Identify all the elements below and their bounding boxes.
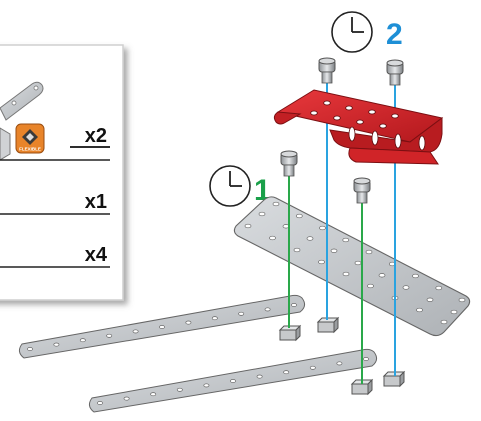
hole (363, 357, 368, 360)
hole (273, 202, 279, 206)
hole (265, 308, 270, 311)
hole (459, 298, 465, 302)
bolt (387, 60, 403, 85)
hole (436, 286, 442, 290)
row-3-quantity: x4 (85, 244, 108, 266)
hole (296, 214, 302, 218)
hole (259, 212, 265, 216)
hole (331, 249, 337, 253)
hole (379, 274, 385, 278)
hole (343, 272, 349, 276)
parts-card: FLEXIBLE x2 x1 x4 (0, 45, 123, 300)
hole (343, 238, 349, 242)
hole (307, 237, 313, 241)
hole (320, 226, 326, 230)
hole (366, 250, 372, 254)
step-1-label: 1 (210, 166, 271, 207)
hole (54, 343, 59, 346)
flexible-part-shape (0, 128, 10, 160)
hole (97, 401, 102, 404)
square-nut (318, 318, 338, 332)
row-2-quantity: x1 (85, 191, 107, 213)
hole (451, 310, 457, 314)
hole (80, 339, 85, 342)
hole (427, 298, 433, 302)
flexible-badge-label: FLEXIBLE (19, 147, 41, 152)
square-nut (280, 326, 300, 340)
hole (310, 366, 315, 369)
clock-icon (210, 166, 250, 206)
hole (107, 334, 112, 337)
bolt (354, 178, 370, 203)
hole (294, 248, 300, 252)
flexible-badge: FLEXIBLE (16, 124, 44, 153)
hole (186, 321, 191, 324)
hole (159, 325, 164, 328)
step-2-number: 2 (386, 18, 403, 51)
hole (417, 308, 423, 312)
hole (177, 388, 182, 391)
step-2-label: 2 (332, 12, 403, 52)
clock-icon (332, 12, 372, 52)
bolt (281, 151, 297, 176)
hole (337, 362, 342, 365)
hole (319, 260, 325, 264)
hole (124, 397, 129, 400)
hole (413, 274, 419, 278)
hole (291, 303, 296, 306)
hole (355, 261, 361, 265)
hole (239, 312, 244, 315)
hole (270, 236, 276, 240)
hole (245, 224, 251, 228)
hole (27, 347, 32, 350)
red-bracket (274, 90, 442, 164)
hole (284, 371, 289, 374)
bolt (319, 58, 335, 83)
hole (403, 286, 409, 290)
row-1-quantity: x2 (85, 125, 107, 147)
hole (204, 384, 209, 387)
hole (151, 393, 156, 396)
hole (133, 330, 138, 333)
hole (368, 284, 374, 288)
hole (212, 317, 217, 320)
hole (441, 320, 447, 324)
hole (257, 375, 262, 378)
hole (230, 379, 235, 382)
